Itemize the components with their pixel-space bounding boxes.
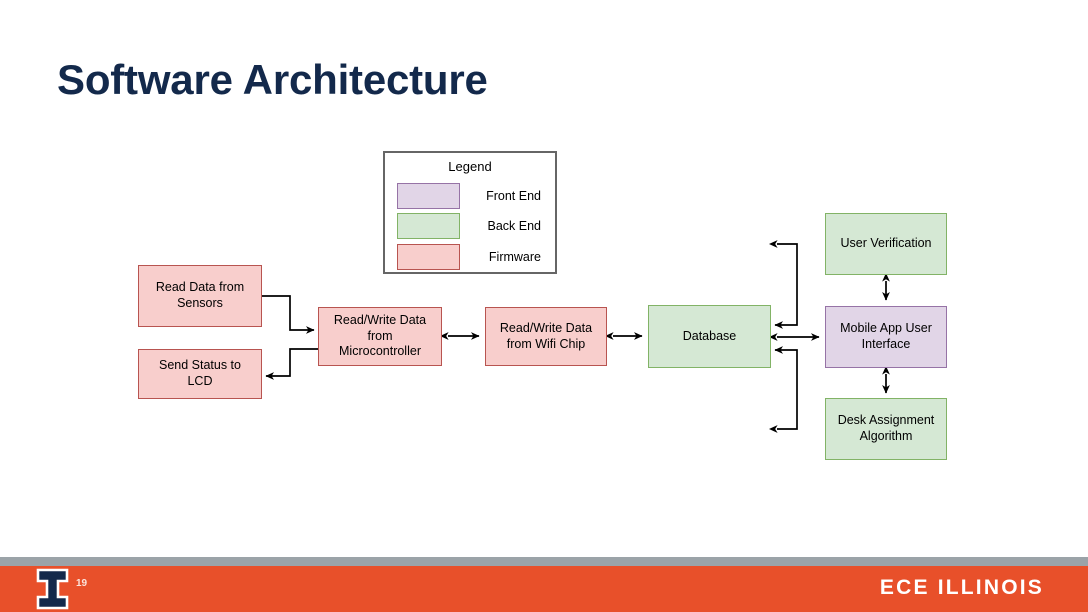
legend-box: Legend Front End Back End Firmware xyxy=(383,151,557,274)
diagram-connectors xyxy=(262,240,890,433)
node-label: Read/Write Data from Wifi Chip xyxy=(499,320,593,351)
node-user-verification[interactable]: User Verification xyxy=(825,213,947,275)
node-wifi-chip[interactable]: Read/Write Data from Wifi Chip xyxy=(485,307,607,366)
node-send-status-lcd[interactable]: Send Status to LCD xyxy=(138,349,262,399)
footer-wordmark: ECE ILLINOIS xyxy=(879,576,1044,599)
legend-label-front-end: Front End xyxy=(486,189,541,203)
node-label: Desk Assignment Algorithm xyxy=(837,413,935,443)
legend-row-firmware: Firmware xyxy=(385,244,555,270)
legend-swatch-front-end xyxy=(397,183,460,209)
node-label: Mobile App User Interface xyxy=(840,321,932,351)
node-database[interactable]: Database xyxy=(648,305,771,368)
legend-row-front-end: Front End xyxy=(385,183,555,209)
node-mobile-app-user-interface[interactable]: Mobile App User Interface xyxy=(825,306,947,368)
illinois-block-i-logo xyxy=(36,568,69,610)
footer-divider-strip xyxy=(0,557,1088,566)
node-label: User Verification xyxy=(840,236,932,251)
node-label: Read/Write Data from Microcontroller xyxy=(333,313,427,359)
legend-label-back-end: Back End xyxy=(487,219,541,233)
footer-bar xyxy=(0,566,1088,612)
node-desk-assignment-algorithm[interactable]: Desk Assignment Algorithm xyxy=(825,398,947,460)
node-label: Read Data from Sensors xyxy=(155,280,245,310)
legend-row-back-end: Back End xyxy=(385,213,555,239)
node-read-sensors[interactable]: Read Data from Sensors xyxy=(138,265,262,327)
node-label: Database xyxy=(682,328,737,343)
node-microcontroller[interactable]: Read/Write Data from Microcontroller xyxy=(318,307,442,366)
legend-swatch-firmware xyxy=(397,244,460,270)
legend-swatch-back-end xyxy=(397,213,460,239)
page-title: Software Architecture xyxy=(57,56,488,103)
page-number: 19 xyxy=(76,578,88,589)
legend-label-firmware: Firmware xyxy=(488,250,541,264)
software-architecture-diagram: Read Data from Sensors Send Status to LC… xyxy=(138,151,947,460)
legend-title: Legend xyxy=(448,159,492,174)
node-label: Send Status to LCD xyxy=(158,358,241,388)
